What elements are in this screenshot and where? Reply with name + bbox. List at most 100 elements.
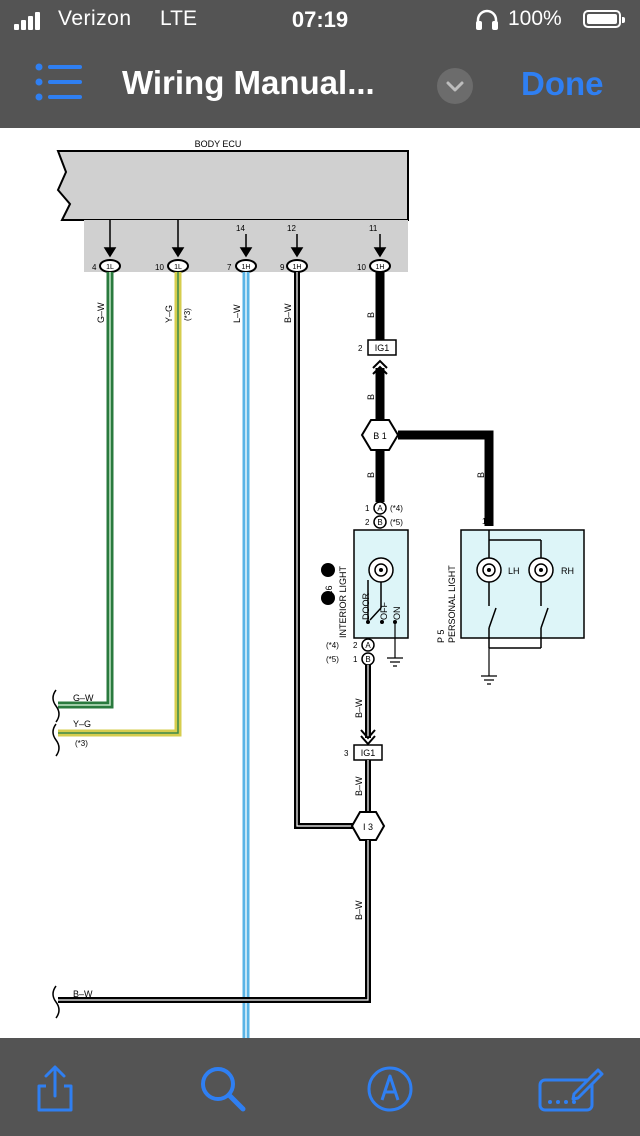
ground-icon (481, 675, 497, 685)
svg-text:A: A (377, 504, 383, 513)
status-bar: Verizon LTE 07:19 100% (0, 0, 640, 40)
note-4: (*4) (390, 504, 403, 513)
signal-strength-icon (14, 12, 42, 30)
switch-door: DOOR (361, 592, 371, 620)
terminal-connector-code: 1L (174, 264, 182, 271)
wiring-diagram: BODY ECU 14 12 11 1L 1L 1H 1H 1H 4 10 7 … (52, 139, 585, 1038)
terminal-connector-code: 1H (293, 264, 302, 271)
wire-b-personal (398, 430, 494, 526)
share-icon[interactable] (30, 1064, 80, 1114)
document-title[interactable]: Wiring Manual... (122, 64, 375, 101)
terminal-pin-number: 7 (227, 263, 232, 272)
pin-a (361, 638, 375, 652)
terminal-pin-number: 10 (357, 263, 366, 272)
wire-label-g-w: G–W (73, 693, 94, 703)
junction-i3-label: I 3 (363, 822, 373, 832)
svg-text:1: 1 (365, 504, 370, 513)
done-button[interactable]: Done (521, 65, 604, 102)
switch-rh-icon (540, 607, 549, 629)
wire-label-g-w: G–W (96, 302, 106, 323)
clock: 07:19 (291, 7, 349, 32)
personal-light-box (460, 529, 585, 639)
junction-b1 (360, 419, 400, 451)
wire-label-b: B (366, 472, 376, 478)
terminal-connector-code: 1H (376, 264, 385, 271)
note-4: (*4) (326, 641, 339, 650)
markup-icon[interactable] (365, 1064, 415, 1114)
switch-off: OFF (379, 602, 389, 620)
body-ecu-box (56, 150, 409, 221)
svg-text:2: 2 (353, 641, 358, 650)
svg-text:B: B (377, 518, 382, 527)
body-ecu-label: BODY ECU (195, 139, 242, 149)
svg-text:2: 2 (365, 518, 370, 527)
terminal-pin-number: 9 (280, 263, 285, 272)
wire-label-b: B (476, 472, 486, 478)
note-5: (*5) (390, 518, 403, 527)
terminal-pin-number: 10 (155, 263, 164, 272)
search-icon[interactable] (198, 1064, 248, 1114)
wire-b-w-ecu (294, 272, 354, 829)
navigation-bar: Wiring Manual... Done (0, 40, 640, 128)
note-3: (*3) (75, 739, 88, 748)
personal-light-lh: LH (508, 566, 520, 576)
wire-y-g (58, 272, 182, 737)
terminal-connector-code: 1H (242, 264, 251, 271)
wire-label-b-w: B–W (354, 776, 364, 796)
connector-ig1-label: IG1 (361, 748, 376, 758)
svg-text:1: 1 (482, 517, 487, 526)
battery-icon (583, 10, 625, 28)
terminal-top-number: 12 (287, 224, 296, 233)
terminal-connector-code: 1L (106, 264, 114, 271)
wire-g-w (58, 272, 114, 709)
wire-label-b-w: B–W (354, 900, 364, 920)
connector-ig1-label: IG1 (375, 343, 390, 353)
document-view[interactable]: BODY ECU 14 12 11 1L 1L 1H 1H 1H 4 10 7 … (0, 128, 640, 1038)
ground-icon (387, 657, 403, 667)
ecu-terminal-stubs (103, 220, 387, 258)
headphones-icon (476, 9, 498, 30)
personal-light-code: P 5 (436, 630, 446, 643)
switch-lh-icon (488, 607, 497, 629)
personal-light-rh: RH (561, 566, 574, 576)
signature-icon[interactable] (538, 1064, 604, 1114)
personal-light-label: PERSONAL LIGHT (447, 565, 457, 643)
terminal-top-number: 11 (369, 224, 378, 233)
title-menu-button[interactable] (437, 68, 473, 104)
wire-break-marks (52, 689, 60, 1019)
wire-label-b: B (366, 312, 376, 318)
network-type: LTE (160, 7, 197, 30)
svg-text:1: 1 (353, 655, 358, 664)
ecu-terminal-connectors (99, 259, 391, 273)
wire-label-b-w: B–W (354, 698, 364, 718)
wire-label-y-g: Y–G (164, 305, 174, 323)
terminal-pin-number: 4 (92, 263, 97, 272)
wire-label-b-w: B–W (283, 303, 293, 323)
note-5: (*5) (326, 655, 339, 664)
battery-percentage: 100% (508, 7, 562, 30)
svg-text:A: A (365, 641, 371, 650)
svg-text:B: B (365, 655, 370, 664)
connector-ig1-top (367, 339, 397, 356)
note-3: (*3) (183, 308, 192, 321)
chevron-down-icon (446, 81, 464, 92)
switch-on: ON (392, 607, 402, 621)
terminal-top-number: 14 (236, 224, 245, 233)
junction-i3 (350, 811, 386, 841)
bottom-toolbar (0, 1038, 640, 1136)
variant-badge-b-icon (321, 591, 335, 605)
wire-label-y-g: Y–G (73, 719, 91, 729)
wire-label-b-w: B–W (73, 989, 93, 999)
pin-a (373, 501, 387, 515)
interior-light-label: INTERIOR LIGHT (338, 565, 348, 638)
switch-icon (369, 607, 382, 621)
variant-badge-a-icon (321, 563, 335, 577)
wire-label-b: B (366, 394, 376, 400)
list-icon[interactable] (34, 62, 84, 102)
connector-pin: 3 (344, 749, 349, 758)
carrier-name: Verizon (58, 7, 132, 30)
wire-label-l-w: L–W (232, 304, 242, 323)
wire-b-w-ground (58, 840, 371, 1003)
junction-b1-label: B 1 (373, 431, 387, 441)
pin-b (373, 515, 387, 529)
